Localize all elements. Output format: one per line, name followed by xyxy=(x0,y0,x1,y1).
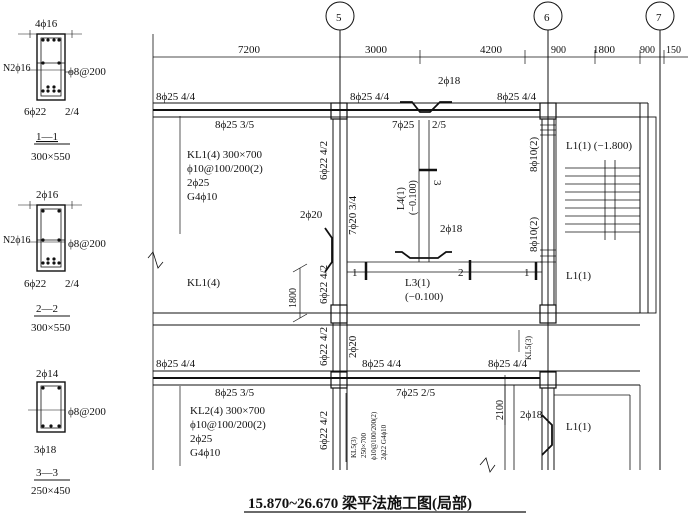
sec3-stirrup: ϕ8@200 xyxy=(68,406,106,418)
top-bar-annotation: 8ϕ25 4/4 xyxy=(156,91,196,103)
l1-label-bottom: L1(1) xyxy=(566,421,591,433)
l3-name: L3(1) xyxy=(405,277,430,289)
l1-label-top: L1(1) (−1.800) xyxy=(566,140,632,152)
l4-level: (−0.100) xyxy=(408,180,419,215)
col5-bars-upper: 6ϕ22 4/2 xyxy=(318,141,330,180)
grid-axes xyxy=(147,1,675,470)
section-1-1 xyxy=(18,30,82,101)
kl5-size: 250×700 xyxy=(360,433,368,458)
sec3-top-bar: 2ϕ14 xyxy=(36,368,59,380)
sec1-bottom-note: 2/4 xyxy=(65,106,80,118)
kl2-bottom-bar: 8ϕ25 3/5 xyxy=(215,387,255,399)
top-bar-annotation-mid: 8ϕ25 4/4 xyxy=(350,91,390,103)
col5-bent-2-20b: 2ϕ20 xyxy=(347,335,359,358)
section-3-3 xyxy=(28,381,66,433)
kl1-waist: G4ϕ10 xyxy=(187,191,218,203)
axis-6: 6 xyxy=(544,12,550,24)
stair-treads xyxy=(565,160,640,240)
sec1-bottom-bar: 6ϕ22 xyxy=(24,106,46,118)
sec3-bottom-bar: 3ϕ18 xyxy=(34,444,57,456)
bottom-bar-mid: 7ϕ25 xyxy=(392,119,415,131)
bent-bar-2-20: 2ϕ20 xyxy=(300,209,323,221)
l1-label-mid: L1(1) xyxy=(566,270,591,282)
section-mark-2: 2 xyxy=(458,267,464,279)
dim-1800: 1800 xyxy=(593,44,616,56)
dim-3000: 3000 xyxy=(365,44,388,56)
section-mark-3: 3 xyxy=(431,180,443,186)
sec3-size: 250×450 xyxy=(31,485,71,497)
axis-7: 7 xyxy=(656,12,662,24)
axis-5: 5 xyxy=(336,12,342,24)
sec2-stirrup: ϕ8@200 xyxy=(68,238,106,250)
bottom-bar-mid-note: 2/5 xyxy=(432,119,447,131)
kl2-name: KL2(4) 300×700 xyxy=(190,405,265,417)
kl2-bottom-bar-mid: 7ϕ25 2/5 xyxy=(396,387,436,399)
sec2-label: 2—2 xyxy=(36,303,58,315)
kl1-ref: KL1(4) xyxy=(187,277,220,289)
bent-bars xyxy=(324,101,553,456)
sec2-bottom-note: 2/4 xyxy=(65,278,80,290)
col6-stirrup-lower: 8ϕ10(2) xyxy=(528,217,540,252)
kl1-stirrup: ϕ10@100/200(2) xyxy=(187,163,263,175)
section-mark-1a: 1 xyxy=(352,267,358,279)
sec1-stirrup: ϕ8@200 xyxy=(68,66,106,78)
kl2-stirrup: ϕ10@100/200(2) xyxy=(190,419,266,431)
kl2-top-bar: 8ϕ25 4/4 xyxy=(156,358,196,370)
col5-bars-lower: 6ϕ22 4/2 xyxy=(318,265,330,304)
col5-bars-mid: 6ϕ22 4/2 xyxy=(318,327,330,366)
bottom-bar-kl1: 8ϕ25 3/5 xyxy=(215,119,255,131)
kl5-stirrup: ϕ10@100/200(2) xyxy=(370,411,378,460)
sec2-waist-bar: N2ϕ16 xyxy=(3,235,31,246)
kl2-top-bar-right: 8ϕ25 4/4 xyxy=(488,358,528,370)
kl1-top: 2ϕ25 xyxy=(187,177,210,189)
bent-bar-2-18-bottom: 2ϕ18 xyxy=(520,409,543,421)
top-bar-annotation-right: 8ϕ25 4/4 xyxy=(497,91,537,103)
sec2-size: 300×550 xyxy=(31,322,71,334)
kl2-top: 2ϕ25 xyxy=(190,433,213,445)
section-mark-1b: 1 xyxy=(524,267,530,279)
sec1-waist-bar: N2ϕ16 xyxy=(3,63,31,74)
dim-900b: 900 xyxy=(640,45,655,56)
dim-4200: 4200 xyxy=(480,44,503,56)
stirrup-ticks xyxy=(540,124,556,263)
col5-bars-7-20: 7ϕ20 3/4 xyxy=(347,195,359,235)
col6-stirrup-upper: 8ϕ10(2) xyxy=(528,137,540,172)
sec1-size: 300×550 xyxy=(31,151,71,163)
l4-name: L4(1) xyxy=(396,187,407,210)
col5-bars-bottom: 6ϕ22 4/2 xyxy=(318,411,330,450)
dim-150: 150 xyxy=(666,45,681,56)
bent-bar-2-18-top: 2ϕ18 xyxy=(438,75,461,87)
sec3-label: 3—3 xyxy=(36,467,59,479)
sec1-top-bar: 4ϕ16 xyxy=(35,18,58,30)
dim-7200: 7200 xyxy=(238,44,261,56)
l3-level: (−0.100) xyxy=(405,291,444,303)
kl5-name: KL5(3) xyxy=(350,436,358,458)
section-marks xyxy=(364,168,538,280)
kl2-top-bar-mid: 8ϕ25 4/4 xyxy=(362,358,402,370)
kl5-tag-upper: KL5(3) xyxy=(524,336,533,360)
dim-2100: 2100 xyxy=(495,400,506,420)
top-dimension-line xyxy=(153,50,688,64)
kl1-name: KL1(4) 300×700 xyxy=(187,149,262,161)
dim-1800: 1800 xyxy=(288,288,299,308)
sec2-bottom-bar: 6ϕ22 xyxy=(24,278,46,290)
drawing-title: 15.870~26.670 梁平法施工图(局部) xyxy=(248,494,472,512)
dim-900a: 900 xyxy=(551,45,566,56)
sec2-top-bar: 2ϕ16 xyxy=(36,189,59,201)
kl2-waist: G4ϕ10 xyxy=(190,447,221,459)
kl5-bars: 2ϕ22 G4ϕ10 xyxy=(380,424,388,460)
dim-1800-line xyxy=(292,263,520,425)
sec1-label: 1—1 xyxy=(36,131,58,143)
bent-bar-2-18-mid: 2ϕ18 xyxy=(440,223,463,235)
